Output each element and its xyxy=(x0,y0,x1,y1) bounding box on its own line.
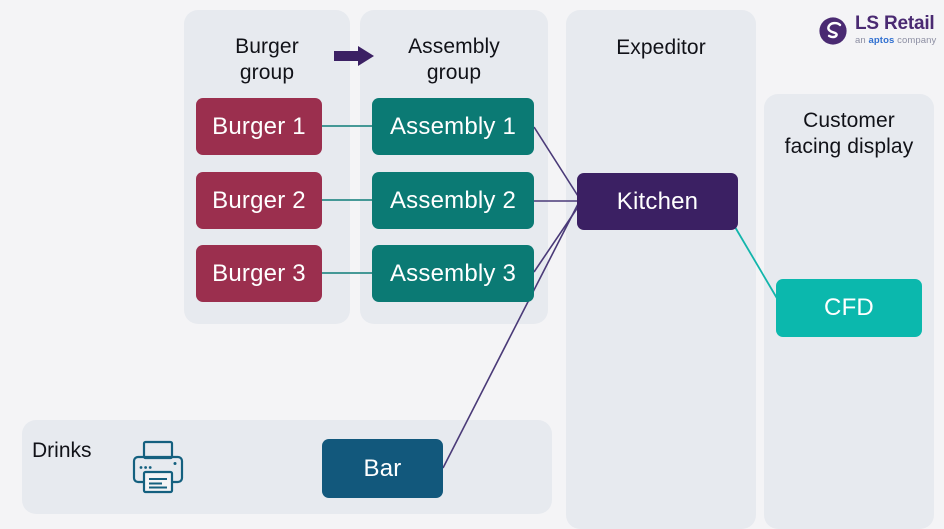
node-assembly1-label: Assembly 1 xyxy=(389,112,517,140)
printer-icon xyxy=(132,440,184,494)
panel-expeditor-title: Expeditor xyxy=(566,34,756,61)
node-kitchen-label: Kitchen xyxy=(616,187,699,215)
panel-cfd-title-line2: facing display xyxy=(784,135,914,158)
connector-kitchen-cfd xyxy=(734,226,779,301)
connector-bar-kitchen xyxy=(442,203,579,469)
node-bar[interactable]: Bar xyxy=(322,439,443,498)
panel-burger-group-title-line2: group xyxy=(239,61,295,84)
node-cfd[interactable]: CFD xyxy=(776,279,922,337)
logo-tagline: an aptos company xyxy=(855,35,936,47)
logo-tagline-brand: aptos xyxy=(868,35,895,46)
panel-burger-group-title-line1: Burger xyxy=(235,35,299,58)
logo-tagline-suffix: company xyxy=(894,35,937,46)
panel-assembly-group-title: Assembly group xyxy=(360,34,548,86)
panel-cfd-title-line1: Customer xyxy=(803,109,895,132)
node-burger1[interactable]: Burger 1 xyxy=(196,98,322,155)
logo-tagline-prefix: an xyxy=(855,35,869,46)
node-assembly2-label: Assembly 2 xyxy=(389,186,517,214)
ls-retail-logo-text: LS Retail an aptos company xyxy=(855,14,936,47)
panel-assembly-group-title-line1: Assembly xyxy=(408,35,500,58)
node-bar-label: Bar xyxy=(363,454,402,482)
node-burger2[interactable]: Burger 2 xyxy=(196,172,322,229)
panel-customer-facing-display-title: Customer facing display xyxy=(764,108,934,160)
ls-retail-logo: LS Retail an aptos company xyxy=(818,14,936,47)
node-burger3-label: Burger 3 xyxy=(212,259,306,287)
node-assembly3[interactable]: Assembly 3 xyxy=(372,245,534,302)
ls-retail-logo-mark xyxy=(819,16,847,45)
panel-expeditor: Expeditor xyxy=(566,10,756,529)
connector-assembly1-kitchen xyxy=(533,126,579,197)
node-assembly3-label: Assembly 3 xyxy=(389,259,517,287)
node-cfd-label: CFD xyxy=(824,294,874,321)
panel-assembly-group-title-line2: group xyxy=(426,61,482,84)
panel-burger-group-title: Burger group xyxy=(184,34,350,86)
logo-name: LS Retail xyxy=(855,13,935,34)
node-assembly1[interactable]: Assembly 1 xyxy=(372,98,534,155)
node-kitchen[interactable]: Kitchen xyxy=(577,173,738,230)
panel-drinks-title: Drinks xyxy=(32,439,92,462)
node-burger1-label: Burger 1 xyxy=(212,112,306,140)
panel-expeditor-title-line1: Expeditor xyxy=(616,36,706,59)
node-burger3[interactable]: Burger 3 xyxy=(196,245,322,302)
panel-drinks xyxy=(22,420,552,514)
node-burger2-label: Burger 2 xyxy=(212,186,306,214)
node-assembly2[interactable]: Assembly 2 xyxy=(372,172,534,229)
